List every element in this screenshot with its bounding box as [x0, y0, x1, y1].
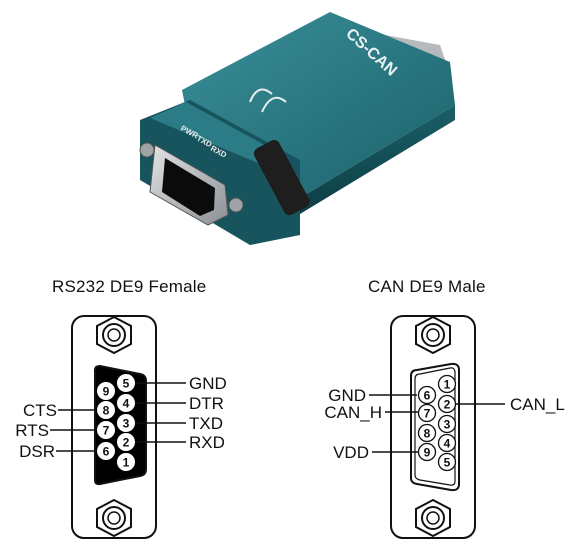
rs232-label-dtr: DTR	[189, 394, 224, 413]
can-pin-4-label: 4	[444, 437, 451, 451]
can-pin-5	[437, 452, 457, 472]
rs232-pin-4-label: 4	[123, 397, 130, 411]
rs232-connector-diagram: 5 4 3 2 1 9 8 7 6 GND DTR TXD RXD CTS RT…	[15, 315, 227, 539]
rs232-pin-4	[117, 394, 135, 412]
rs232-label-gnd: GND	[189, 374, 227, 393]
rs232-pin-9	[97, 382, 115, 400]
rs232-label-dsr: DSR	[19, 442, 55, 461]
rs232-label-cts: CTS	[23, 401, 57, 420]
can-pin-2-label: 2	[444, 398, 451, 412]
can-pin-8-label: 8	[424, 427, 431, 441]
can-pin-3	[437, 414, 457, 434]
can-pin-4	[437, 433, 457, 453]
rs232-label-rxd: RXD	[189, 433, 225, 452]
can-pin-1-label: 1	[444, 378, 451, 392]
can-pin-1	[437, 374, 457, 394]
rs232-pin-3-label: 3	[123, 417, 130, 431]
can-pin-6	[417, 385, 437, 405]
rs232-pin-2	[117, 433, 135, 451]
can-label-can-h: CAN_H	[324, 403, 382, 422]
rs232-pin-1-label: 1	[123, 456, 130, 470]
rs232-pin-6-label: 6	[103, 445, 110, 459]
rs232-pin-8	[97, 401, 115, 419]
rs232-pin-6	[97, 442, 115, 460]
can-pin-7-label: 7	[424, 407, 431, 421]
rs232-pin-5	[117, 374, 135, 392]
rs232-pin-8-label: 8	[103, 404, 110, 418]
can-title: CAN DE9 Male	[368, 277, 486, 296]
rs232-pin-7-label: 7	[103, 424, 110, 438]
rs232-pin-5-label: 5	[123, 377, 130, 391]
can-pin-6-label: 6	[424, 389, 431, 403]
can-pin-2	[437, 394, 457, 414]
rs232-label-rts: RTS	[15, 421, 49, 440]
can-label-vdd: VDD	[333, 443, 369, 462]
device-photo: PWR TXD RXD CS-CAN	[139, 12, 455, 245]
rs232-pin-7	[97, 421, 115, 439]
rs232-pin-3	[117, 414, 135, 432]
can-pin-5-label: 5	[444, 456, 451, 470]
rs232-pin-1	[117, 453, 135, 471]
can-label-gnd: GND	[328, 386, 366, 405]
rs232-title: RS232 DE9 Female	[52, 277, 207, 296]
logo-icon	[249, 88, 287, 113]
can-pin-9-label: 9	[424, 446, 431, 460]
rs232-pin-9-label: 9	[103, 385, 110, 399]
can-pin-9	[417, 442, 437, 462]
can-connector-diagram: 1 2 3 4 5 6 7 8 9 GND CAN_H VDD CAN_L	[324, 315, 565, 539]
can-pin-7	[417, 403, 437, 423]
can-label-can-l: CAN_L	[510, 395, 565, 414]
rs232-label-txd: TXD	[189, 414, 223, 433]
can-pin-3-label: 3	[444, 418, 451, 432]
can-pin-8	[417, 423, 437, 443]
rs232-pin-2-label: 2	[123, 436, 130, 450]
